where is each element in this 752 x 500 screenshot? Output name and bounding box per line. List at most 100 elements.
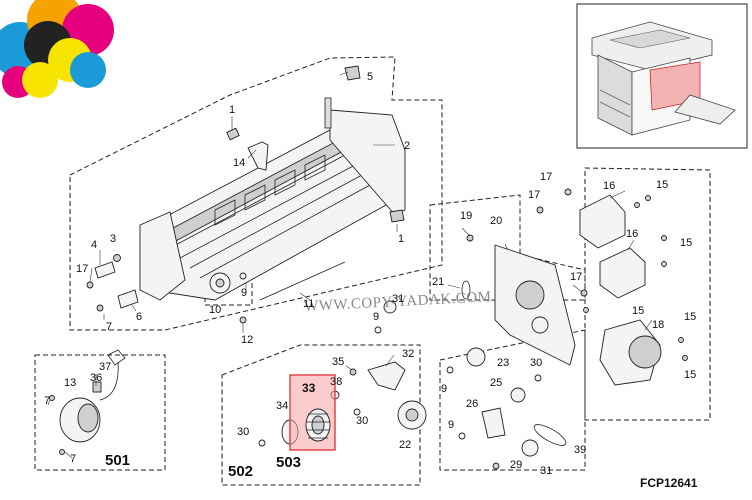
callout-22: 22	[399, 439, 411, 451]
callout-17: 17	[540, 171, 552, 183]
figure-code: FCP12641	[640, 476, 698, 490]
callout-37: 37	[99, 361, 111, 373]
callout-15: 15	[684, 369, 696, 381]
callout-34: 34	[276, 400, 288, 412]
leader-lines	[47, 71, 653, 459]
belt-21	[461, 280, 471, 300]
fuser-unit	[139, 97, 406, 301]
screw-17-right	[580, 289, 588, 297]
callout-10: 10	[209, 304, 221, 316]
part-5-bracket	[344, 65, 361, 81]
part-4-plate	[94, 261, 116, 279]
screw-17-mid	[536, 206, 544, 214]
washer-30-mid	[353, 408, 361, 416]
part-13-lamp	[59, 397, 101, 443]
callout-9: 9	[241, 287, 247, 299]
belt-39	[533, 424, 567, 446]
washer-9-left	[239, 272, 247, 280]
part-36	[92, 381, 102, 393]
callout-17: 17	[528, 189, 540, 201]
callout-26: 26	[466, 398, 478, 410]
group-label-501: 501	[105, 452, 130, 469]
gear-23	[466, 347, 486, 367]
gear-31-bottom	[521, 439, 539, 457]
callout-4: 4	[91, 239, 97, 251]
callout-35: 35	[332, 356, 344, 368]
callout-30: 30	[530, 357, 542, 369]
callout-15: 15	[656, 179, 668, 191]
callout-32: 32	[402, 348, 414, 360]
callout-3: 3	[110, 233, 116, 245]
callout-39: 39	[574, 444, 586, 456]
group-outline-fuser	[69, 56, 443, 331]
callout-30: 30	[356, 415, 368, 427]
part-32-lever	[367, 361, 406, 391]
screw-7-a	[49, 395, 55, 401]
washer-9-d	[458, 432, 466, 440]
screws-15	[583, 195, 688, 361]
callout-7: 7	[44, 395, 50, 407]
callout-17: 17	[570, 271, 582, 283]
callout-9: 9	[441, 383, 447, 395]
gear-25	[510, 387, 526, 403]
callout-1: 1	[398, 233, 404, 245]
callout-11: 11	[303, 298, 314, 310]
callout-15: 15	[632, 305, 644, 317]
callout-13: 13	[64, 377, 76, 389]
screw-7-left	[96, 304, 104, 312]
screw-17-upper	[564, 188, 572, 196]
screw-35	[349, 368, 357, 376]
brand-logo	[0, 0, 114, 98]
part-1-top	[226, 127, 240, 141]
callout-31: 31	[392, 293, 404, 305]
callout-30: 30	[237, 426, 249, 438]
callout-9: 9	[448, 419, 454, 431]
callout-1: 1	[229, 104, 235, 116]
group-label-503: 503	[276, 454, 301, 471]
gear-22	[397, 400, 427, 430]
part-37-wire	[99, 349, 126, 401]
part-26-bracket	[481, 407, 506, 439]
washer-9-c	[446, 366, 454, 374]
group-label-502: 502	[228, 463, 253, 480]
callout-5: 5	[367, 71, 373, 83]
callout-6: 6	[136, 311, 142, 323]
screw-19	[466, 234, 474, 242]
washer-30-left	[258, 439, 266, 447]
callout-7: 7	[106, 321, 112, 333]
callout-15: 15	[680, 237, 692, 249]
motor-18	[599, 319, 662, 386]
callout-21: 21	[432, 276, 444, 288]
solenoid-16-bottom	[599, 247, 646, 299]
copier-thumbnail	[576, 3, 748, 149]
bushing-31-top	[383, 300, 397, 314]
gear-10	[209, 272, 231, 294]
callout-9: 9	[373, 311, 379, 323]
solenoid-16-top	[579, 194, 626, 249]
screw-3	[113, 254, 121, 262]
screw-17-left	[86, 281, 94, 289]
part-1-right	[389, 209, 405, 223]
callout-12: 12	[241, 334, 253, 346]
callout-7: 7	[70, 453, 76, 465]
callout-17: 17	[76, 263, 88, 275]
screw-12	[239, 316, 247, 324]
screw-7-b	[59, 449, 65, 455]
rod-11	[259, 261, 346, 301]
washer-9-mid	[374, 326, 382, 334]
part-6-bracket	[117, 289, 139, 309]
washer-30-right	[534, 374, 542, 382]
highlighted-part-33[interactable]	[289, 374, 336, 451]
callout-19: 19	[460, 210, 472, 222]
callout-38: 38	[330, 376, 342, 388]
drive-frame	[494, 244, 576, 366]
callout-16: 16	[626, 228, 638, 240]
callout-29: 29	[510, 459, 522, 471]
group-outline-501	[34, 354, 166, 471]
callout-14: 14	[233, 157, 245, 169]
callout-31: 31	[540, 465, 552, 477]
callout-36: 36	[90, 372, 102, 384]
callout-15: 15	[684, 311, 696, 323]
